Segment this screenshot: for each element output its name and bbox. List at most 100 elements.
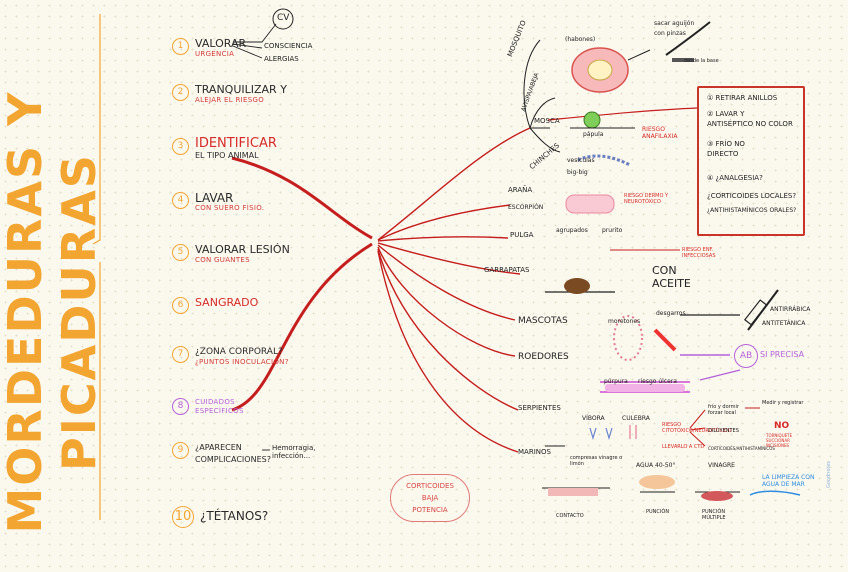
corticoides-oval: CORTICOIDES BAJA POTENCIA (390, 474, 470, 522)
detail-corticoides-ant: CORTICOIDES/ANTIHISTAMÍNICOS (708, 446, 760, 451)
care-box: ① RETIRAR ANILLOS ② LAVAR Y ANTISÉPTICO … (697, 86, 805, 236)
detail-contacto: CONTACTO (556, 513, 584, 519)
detail-culebra: CULEBRA (622, 415, 650, 422)
step-number: 3 (172, 138, 189, 155)
detail-agua-caliente: AGUA 40-50° (636, 462, 676, 469)
step-1: 1 VALORAR URGENCIA (172, 38, 246, 59)
step-number: 1 (172, 38, 189, 55)
step-number: 9 (172, 442, 189, 459)
step-label-2: EL TIPO ANIMAL (195, 150, 277, 162)
animal-serpientes: SERPIENTES (518, 404, 561, 412)
step-number: 8 (172, 398, 189, 415)
detail-la-limpieza: LA LIMPIEZA CON AGUA DE MAR (762, 474, 818, 488)
step8-arrow (232, 244, 372, 410)
corticoides-line: POTENCIA (391, 504, 469, 516)
consciencia-label: CONSCIENCIA (264, 42, 312, 50)
detail-moretones: moretones (608, 318, 640, 325)
animal-mosca: MOSCA (534, 117, 560, 125)
step-label: IDENTIFICAR (195, 138, 277, 150)
step-number: 2 (172, 84, 189, 101)
detail-riesgo-anafilaxia: RIESGO ANAFILAXIA (642, 126, 690, 140)
step-6: 6 SANGRADO (172, 297, 258, 314)
detail-habones: (habones) (565, 36, 595, 43)
detail-riesgo-cito: RIESGO CITOTÓXICO/NEUROTÓXICO (662, 422, 702, 434)
care-item: ANTISÉPTICO NO COLOR (707, 120, 793, 129)
step-number: 6 (172, 297, 189, 314)
step-label: ¿TÉTANOS? (200, 506, 268, 526)
detail-no: NO (774, 421, 789, 431)
step-label: ¿APARECEN (195, 442, 271, 454)
detail-pruriginoso: prurito (602, 227, 622, 234)
animal-mascotas: MASCOTAS (518, 316, 568, 326)
care-item: ¿ANTIHISTAMÍNICOS ORALES? (707, 206, 796, 215)
step-sub: CON SUERO FISIO. (195, 204, 264, 213)
detail-vibora: VÍBORA (582, 415, 605, 422)
detail-vesiculas: vesículas (567, 157, 595, 164)
step-9: 9 ¿APARECEN COMPLICACIONES? (172, 442, 271, 466)
step-label: SANGRADO (195, 297, 258, 309)
care-item: ① RETIRAR ANILLOS (707, 94, 777, 103)
detail-con-aceite: CON ACEITE (652, 264, 698, 290)
step-sub: URGENCIA (195, 50, 246, 59)
detail-sacar-aguijon: sacar aguijón (654, 20, 694, 27)
animal-avispa: AVISPA/ABEJA (520, 72, 540, 112)
detail-antitetanica: ANTITETÁNICA (762, 320, 805, 327)
detail-agrupados: agrupados (556, 227, 588, 234)
step-3: 3 IDENTIFICAR EL TIPO ANIMAL (172, 138, 277, 162)
care-item: DIRECTO (707, 150, 738, 159)
animal-escorpion: ESCORPIÓN (508, 204, 543, 211)
watermark: Goodnotes (826, 461, 832, 488)
step-sub: CON GUANTES (195, 256, 290, 265)
detail-papula: pápula (583, 131, 603, 138)
step-sub: ¿PUNTOS INOCULACIÓN? (195, 358, 289, 367)
step-number: 4 (172, 192, 189, 209)
step-label: VALORAR (195, 38, 246, 50)
detail-riesgo-ulcera: riesgo úlcera (638, 378, 677, 385)
step-number: 5 (172, 244, 189, 261)
ab-circle: AB (734, 344, 758, 368)
detail-puncion: PUNCIÓN (646, 509, 669, 515)
animal-branches (378, 128, 530, 452)
step-sub: CUIDADOS ESPECÍFICOS (195, 398, 251, 416)
animal-marinos: MARINOS (518, 448, 551, 456)
detail-medir-registrar: Medir y registrar (762, 400, 806, 406)
step-label-2: COMPLICACIONES? (195, 454, 271, 466)
corticoides-line: BAJA (391, 492, 469, 504)
step-2: 2 TRANQUILIZAR Y ALEJAR EL RIESGO (172, 84, 287, 105)
step-8: 8 CUIDADOS ESPECÍFICOS (172, 398, 251, 416)
detail-con-pinzas: con pinzas (654, 30, 686, 37)
animal-pulga: PULGA (510, 231, 533, 239)
cv-label: CV (277, 13, 289, 23)
step-label: ¿ZONA CORPORAL? (195, 346, 289, 358)
detail-riesgo-enf: RIESGO ENF. INFECCIOSAS (682, 247, 736, 259)
detail-antirrabica: ANTIRRÁBICA (770, 306, 810, 313)
step-number: 7 (172, 346, 189, 363)
detail-compresas: compresas vinagre o limón (570, 455, 626, 467)
step-5: 5 VALORAR LESIÓN CON GUANTES (172, 244, 290, 265)
detail-big-big: big-big (567, 169, 588, 176)
animal-roedores: ROEDORES (518, 352, 569, 362)
step-sub: ALEJAR EL RIESGO (195, 96, 287, 105)
detail-desde-base: desde la base (684, 58, 719, 64)
corticoides-line: CORTICOIDES (391, 480, 469, 492)
step-label: VALORAR LESIÓN (195, 244, 290, 256)
alergias-label: ALERGIAS (264, 55, 299, 63)
animal-garrapatas: GARRAPATAS (484, 266, 529, 274)
detail-vinagre: VINAGRE (708, 462, 735, 469)
care-item: ③ FRÍO NO (707, 140, 745, 149)
page-title: MORDEDURAS Y PICADURAS (0, 52, 106, 572)
animal-arana: ARAÑA (508, 186, 532, 194)
care-item: ¿CORTICOIDES LOCALES? (707, 192, 796, 201)
step-number: 10 (172, 506, 194, 528)
detail-llevar-ctd: LLEVARLO A CTD (662, 444, 704, 450)
animal-mosquito: MOSQUITO (506, 19, 528, 58)
step-7: 7 ¿ZONA CORPORAL? ¿PUNTOS INOCULACIÓN? (172, 346, 289, 367)
care-item: ② LAVAR Y (707, 110, 744, 119)
animal-chinches: CHINCHES (528, 142, 561, 172)
detail-si-precisa: SI PRECISA (760, 350, 804, 359)
detail-riesgo-dermo: RIESGO DERMO Y NEUROTÓXICO (624, 193, 670, 205)
detail-desgarros: desgarros (656, 310, 686, 317)
detail-diluyentes: DILUYENTES (708, 428, 739, 434)
detail-purpura: púrpura (604, 378, 628, 385)
complicaciones-text: Hemorragia, infección... (272, 444, 342, 460)
